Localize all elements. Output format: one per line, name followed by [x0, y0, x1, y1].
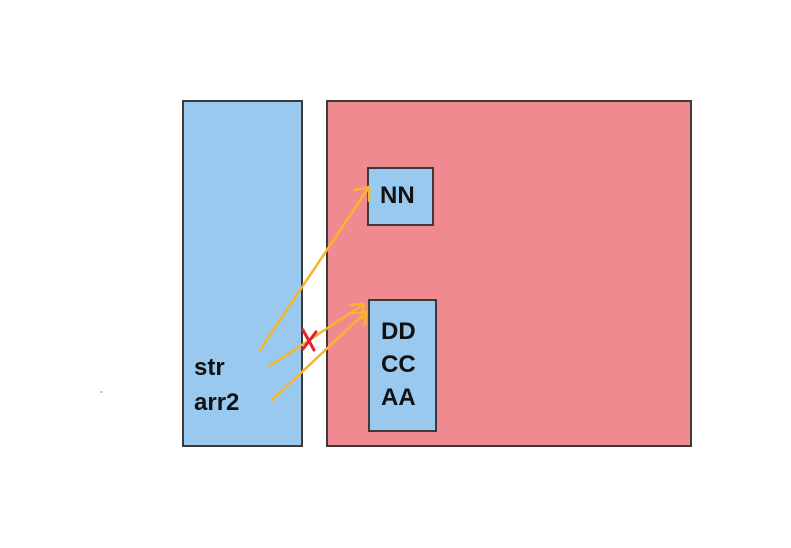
variable-str: str: [194, 354, 225, 381]
stray-dot: [100, 391, 103, 393]
array-value-0: DD: [381, 318, 416, 345]
cross-mark-icon: [301, 328, 318, 352]
variable-arr2: arr2: [194, 389, 240, 416]
array-value-2: AA: [381, 384, 416, 411]
string-object-box: [367, 167, 434, 226]
arrow-str-to-nn: [258, 185, 371, 352]
array-values: DD CC AA: [381, 315, 416, 414]
arrow-arr2-to-array: [270, 310, 368, 402]
array-value-1: CC: [381, 351, 416, 378]
string-object-value: NN: [380, 182, 415, 209]
array-object-box: [368, 299, 437, 432]
